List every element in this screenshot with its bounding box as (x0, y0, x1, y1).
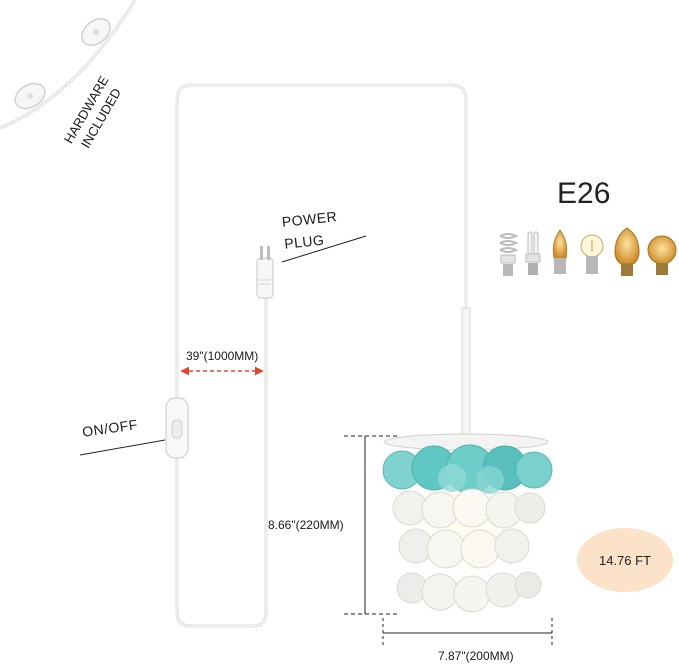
height-label: 8.66"(220MM) (268, 518, 344, 532)
capiz-chandelier (382, 433, 553, 613)
power-plug-label: POWER PLUG (281, 205, 341, 255)
st64-edison-bulb-icon (614, 227, 640, 276)
on-off-leader (79, 439, 166, 456)
total-length-badge: 14.76 FT (577, 528, 673, 592)
white-shell-tiers (392, 488, 546, 613)
width-dimension (382, 618, 553, 645)
wall-clip-icon (14, 82, 46, 110)
candle-led-bulb-icon (552, 229, 568, 274)
width-label: 7.87"(200MM) (438, 649, 514, 663)
g80-edison-bulb-icon (647, 235, 677, 275)
power-plug-leader (281, 235, 367, 263)
hardware-clips (0, 0, 137, 130)
cfl-bulb-icon (525, 231, 541, 275)
height-dimension (344, 435, 400, 615)
hanging-rod (461, 307, 471, 437)
wall-clip-icon (81, 17, 111, 47)
spiral-bulb-icon (499, 233, 519, 276)
power-cord (175, 83, 468, 628)
inline-switch-icon[interactable] (165, 397, 189, 459)
socket-type-label: E26 (557, 177, 611, 210)
power-plug-icon (256, 246, 274, 299)
g-led-bulb-icon (580, 234, 604, 274)
bulb-icons (499, 227, 677, 276)
total-length-label: 14.76 FT (598, 552, 652, 568)
cord-length-label: 39"(1000MM) (186, 349, 259, 363)
teal-shell-tier (382, 444, 553, 494)
